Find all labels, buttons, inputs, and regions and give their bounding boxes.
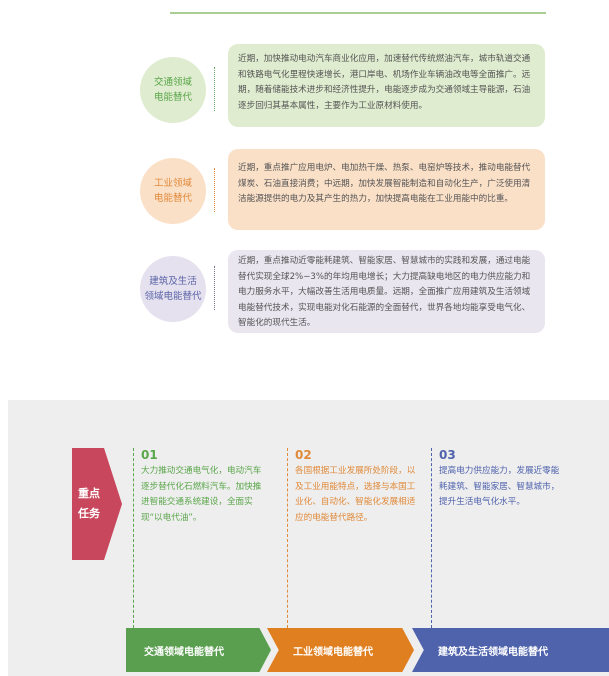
dotted-divider xyxy=(214,67,215,111)
building-card: 近期，重点推动近零能耗建筑、智能家居、智慧城市的实践和发展，通过电能替代实现全球… xyxy=(228,250,545,333)
industry-bar: 工业领域电能替代 xyxy=(267,628,414,672)
task-column-01: 01 大力推动交通电气化，电动汽车逐步替代化石燃料汽车。加快推进智能交通系统建设… xyxy=(133,448,263,628)
transport-circle: 交通领域 电能替代 xyxy=(140,57,206,123)
task-text: 各国根据工业发展所处阶段，以及工业用能特点，选择与本国工业化、自动化、智能化发展… xyxy=(295,466,416,523)
task-number: 01 xyxy=(141,448,158,462)
top-divider xyxy=(170,12,546,14)
industry-card: 近期，重点推广应用电炉、电加热干燥、热泵、电窑炉等技术，推动电能替代煤炭、石油直… xyxy=(228,149,545,230)
task-column-03: 03 提高电力供应能力，发展近零能耗建筑、智能家居、智慧城市，提升生活电气化水平… xyxy=(431,448,561,628)
task-column-02: 02 各国根据工业发展所处阶段，以及工业用能特点，选择与本国工业化、自动化、智能… xyxy=(287,448,417,628)
industry-circle: 工业领域 电能替代 xyxy=(140,158,206,224)
dotted-divider xyxy=(214,266,215,310)
task-number: 02 xyxy=(295,448,312,462)
task-text: 提高电力供应能力，发展近零能耗建筑、智能家居、智慧城市，提升生活电气化水平。 xyxy=(439,466,560,507)
building-circle: 建筑及生活 领域电能替代 xyxy=(140,256,206,322)
building-bar: 建筑及生活领域电能替代 xyxy=(412,628,609,672)
task-number: 03 xyxy=(439,448,456,462)
transport-bar: 交通领域电能替代 xyxy=(126,628,271,672)
transport-card: 近期，加快推动电动汽车商业化应用，加速替代传统燃油汽车，城市轨道交通和铁路电气化… xyxy=(228,44,545,127)
dotted-divider xyxy=(214,168,215,212)
task-text: 大力推动交通电气化，电动汽车逐步替代化石燃料汽车。加快推进智能交通系统建设，全面… xyxy=(141,466,262,523)
